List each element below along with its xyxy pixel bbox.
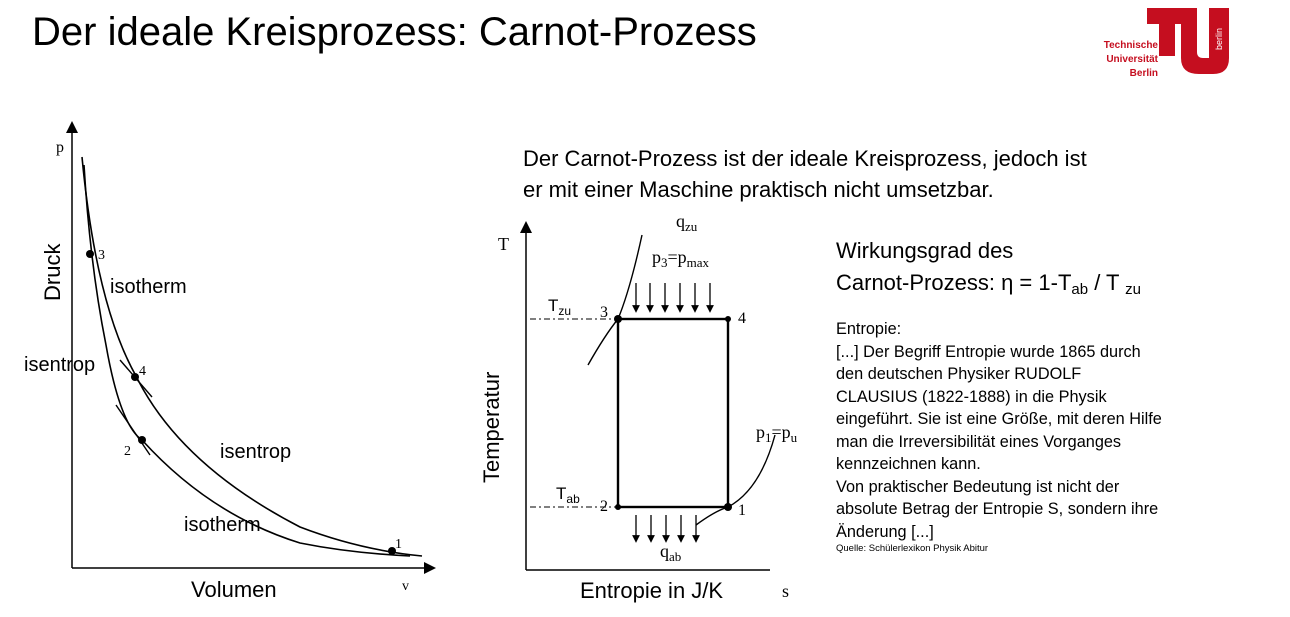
ts-label-qab: qab [660, 541, 681, 564]
ts-point-3-label: 3 [600, 304, 608, 321]
pv-isotherm-upper-curve [81, 156, 423, 557]
ts-axis-t: T [498, 234, 509, 254]
logo-wordmark: Technische Universität Berlin [1080, 39, 1158, 81]
entropy-line: absolute Betrag der Entropie S, sondern … [836, 500, 1159, 518]
intro-line: er mit einer Maschine praktisch nicht um… [523, 177, 994, 202]
pv-diagram: p v Druck Volumen 3 4 2 1 isotherm isent… [24, 121, 436, 602]
entropy-line: CLAUSIUS (1822-1888) in die Physik [836, 387, 1107, 406]
ts-label-qzu: qzu [676, 211, 698, 234]
ts-isobar-pmax [587, 234, 643, 366]
ts-isobar-pu [695, 434, 776, 526]
tu-logo-mark [1147, 8, 1229, 74]
ts-point-1 [724, 503, 732, 511]
pv-label-isotherm-lower: isotherm [184, 514, 261, 536]
ts-diagram: T s Temperatur Entropie in J/K 3 4 2 1 T… [479, 211, 798, 603]
pv-tangent-2 [115, 404, 151, 456]
intro-line: Der Carnot-Prozess ist der ideale Kreisp… [523, 146, 1087, 171]
ts-point-2-label: 2 [600, 498, 608, 515]
entropy-line: den deutschen Physiker RUDOLF [836, 365, 1082, 383]
entropy-text: Entropie: [...] Der Begriff Entropie wur… [836, 318, 1236, 543]
ts-point-4-label: 4 [738, 310, 746, 327]
pv-point-1-label: 1 [395, 537, 402, 552]
pv-xlabel: Volumen [191, 577, 277, 602]
logo-line: Technische [1103, 40, 1158, 51]
ts-point-2 [615, 504, 621, 510]
source-citation: Quelle: Schülerlexikon Physik Abitur [836, 543, 989, 554]
intro-text: Der Carnot-Prozess ist der ideale Kreisp… [523, 143, 1223, 205]
slide-title: Der ideale Kreisprozess: Carnot-Prozess [32, 10, 757, 54]
ts-label-pmax: p3=pmax [652, 247, 710, 270]
pv-label-isotherm-upper: isotherm [110, 276, 187, 298]
pv-label-isentrop-left: isentrop [24, 354, 95, 376]
ts-point-3 [614, 315, 622, 323]
pv-axis-p: p [56, 139, 64, 156]
ts-cycle-rectangle [616, 317, 730, 509]
pv-point-4-label: 4 [139, 364, 146, 379]
pv-point-2 [138, 436, 146, 444]
ts-axis-s: s [782, 581, 789, 601]
logo-line: Berlin [1129, 68, 1158, 79]
efficiency-formula: Wirkungsgrad des Carnot-Prozess: η = 1-T… [836, 235, 1141, 306]
logo-side-text: berlin [1214, 28, 1224, 50]
ts-ylabel: Temperatur [479, 372, 504, 483]
ts-heat-in-arrows [632, 283, 714, 313]
pv-label-isentrop-right: isentrop [220, 441, 291, 463]
ts-xlabel: Entropie in J/K [580, 578, 723, 603]
pv-ylabel: Druck [40, 243, 65, 301]
pv-point-3-label: 3 [98, 248, 105, 263]
ts-label-tzu: Tzu [548, 296, 571, 318]
efficiency-heading: Wirkungsgrad des [836, 238, 1014, 263]
ts-label-tab: Tab [556, 484, 580, 506]
tu-berlin-logo: berlin [1147, 8, 1229, 74]
entropy-line: man die Irreversibilität eines Vorganges [836, 432, 1122, 451]
entropy-line: Änderung [...] [836, 522, 934, 541]
ts-point-4 [725, 316, 731, 322]
entropy-line: Entropie: [836, 320, 902, 338]
ts-heat-out-arrows [632, 515, 700, 543]
logo-line: Universität [1106, 54, 1158, 65]
entropy-line: Von praktischer Bedeutung ist nicht der [836, 477, 1120, 496]
entropy-line: eingeführt. Sie ist eine Größe, mit dere… [836, 410, 1162, 428]
pv-point-4 [131, 373, 139, 381]
ts-point-1-label: 1 [738, 502, 746, 519]
entropy-line: kennzeichnen kann. [836, 455, 981, 473]
efficiency-equation: Carnot-Prozess: η = 1-Tab / T zu [836, 270, 1142, 298]
entropy-line: [...] Der Begriff Entropie wurde 1865 du… [836, 342, 1141, 361]
pv-point-1 [388, 547, 396, 555]
pv-isentrop-curve [83, 164, 411, 557]
pv-point-2-label: 2 [124, 444, 131, 459]
pv-axis-v: v [402, 579, 409, 594]
pv-point-3 [86, 250, 94, 258]
ts-label-pu: p1=pu [756, 422, 798, 445]
